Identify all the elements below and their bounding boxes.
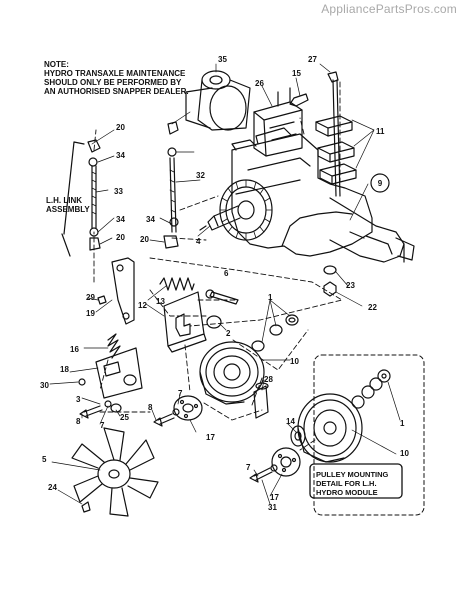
part-28 (253, 382, 269, 419)
callout-7c: 7 (246, 463, 251, 472)
assembly-dashed-lines (93, 81, 343, 451)
bolt-29 (97, 295, 107, 305)
bolt-8-7-center (153, 408, 180, 427)
bracket-12 (163, 291, 207, 353)
maintenance-note: NOTE: HYDRO TRANSAXLE MAINTENANCE SHOULD… (44, 60, 189, 96)
spacers-11 (315, 115, 357, 185)
callout-33: 33 (114, 187, 123, 196)
note-line-2: HYDRO TRANSAXLE MAINTENANCE (44, 69, 186, 78)
callout-29: 29 (86, 293, 95, 302)
callout-14: 14 (286, 417, 295, 426)
callout-8a: 8 (76, 417, 81, 426)
callout-3: 3 (76, 395, 81, 404)
callout-20c: 20 (140, 235, 149, 244)
bolt-3-8 (79, 400, 112, 419)
callout-10a: 10 (290, 357, 299, 366)
note-line-3: SHOULD ONLY BE PERFORMED BY (44, 78, 182, 87)
callout-9: 9 (378, 179, 383, 188)
callout-8b: 8 (148, 403, 153, 412)
lh-link-line-2: ASSEMBLY (46, 205, 90, 214)
note-line-1: NOTE: (44, 60, 69, 69)
detail-hub-17 (271, 447, 301, 477)
callout-19: 19 (86, 309, 95, 318)
detail-pulley-10 (297, 393, 363, 463)
callout-5: 5 (42, 455, 47, 464)
washer-25 (110, 403, 122, 413)
callout-24: 24 (48, 483, 57, 492)
callout-17a: 17 (206, 433, 215, 442)
hydro-transaxle-body (199, 87, 415, 263)
lh-link-line-1: L.H. LINK (46, 196, 82, 205)
callout-31: 31 (268, 503, 277, 512)
lh-link-assembly (87, 139, 101, 251)
callout-20a: 20 (116, 123, 125, 132)
callout-20b: 20 (116, 233, 125, 242)
callout-4: 4 (196, 237, 201, 246)
callout-10b: 10 (400, 449, 409, 458)
callout-35: 35 (218, 55, 227, 64)
callout-34a: 34 (116, 151, 125, 160)
callout-17b: 17 (270, 493, 279, 502)
spring-13 (159, 277, 195, 291)
callout-1a: 1 (268, 293, 273, 302)
callout-15: 15 (292, 69, 301, 78)
callout-28: 28 (264, 375, 273, 384)
pulley-detail-label: PULLEY MOUNTING DETAIL FOR L.H. HYDRO MO… (316, 470, 388, 497)
callout-23: 23 (346, 281, 355, 290)
part-9-callout (370, 173, 390, 193)
callout-13: 13 (156, 297, 165, 306)
spring-16 (107, 333, 121, 359)
part-15 (289, 93, 309, 107)
lh-bracket-top (63, 141, 85, 235)
callout-34b: 34 (116, 215, 125, 224)
detail-part-14 (290, 425, 306, 447)
callout-22: 22 (368, 303, 377, 312)
bracket-18 (95, 347, 143, 399)
washer-23 (323, 265, 337, 275)
detail-line-2: DETAIL FOR L.H. (316, 479, 377, 488)
callout-34c: 34 (146, 215, 155, 224)
watermark: AppliancePartsPros.com (321, 2, 457, 16)
callout-12: 12 (138, 301, 147, 310)
leader-lines (49, 63, 401, 505)
pin-6 (205, 289, 239, 305)
detail-line-3: HYDRO MODULE (316, 488, 378, 497)
callout-30: 30 (40, 381, 49, 390)
detail-washers-1 (351, 369, 391, 409)
detail-outline (313, 354, 425, 516)
washer-2 (206, 315, 222, 329)
bolt-24 (81, 501, 91, 513)
note-line-4: AN AUTHORISED SNAPPER DEALER. (44, 87, 189, 96)
callout-27: 27 (308, 55, 317, 64)
callout-1b: 1 (400, 419, 405, 428)
callout-2: 2 (226, 329, 231, 338)
callout-numbers: 35 27 15 26 11 20 34 33 32 9 34 20 34 20… (40, 55, 409, 512)
callout-25: 25 (120, 413, 129, 422)
callout-18: 18 (60, 365, 69, 374)
center-link-32 (163, 121, 179, 249)
callout-6: 6 (224, 269, 229, 278)
callout-26: 26 (255, 79, 264, 88)
callout-11: 11 (376, 127, 385, 136)
callout-32: 32 (196, 171, 205, 180)
pulley-10-main (199, 341, 265, 405)
detail-bolt-31 (249, 464, 278, 483)
callout-7b: 7 (178, 389, 183, 398)
nut-22 (323, 281, 337, 297)
fan-5 (71, 427, 159, 517)
callout-7a: 7 (100, 421, 105, 430)
filter-part (185, 70, 251, 131)
lh-bracket-line (61, 233, 71, 257)
detail-box (309, 463, 403, 499)
arm-19 (111, 257, 135, 325)
detail-line-1: PULLEY MOUNTING (316, 470, 389, 479)
bolt-27 (327, 71, 341, 197)
hub-17 (173, 395, 203, 421)
lh-link-assembly-label: L.H. LINK ASSEMBLY (46, 196, 90, 214)
washer-30 (78, 378, 86, 386)
callout-16: 16 (70, 345, 79, 354)
